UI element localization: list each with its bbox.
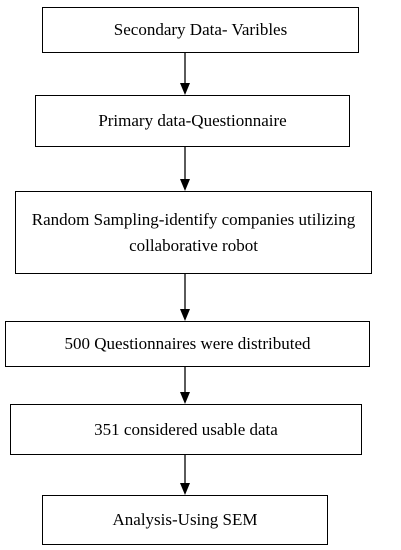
step-questionnaires-distributed-label: 500 Questionnaires were distributed [64,334,311,354]
step-secondary-data-box: Secondary Data- Varibles [42,7,359,53]
step-primary-data-box: Primary data-Questionnaire [35,95,350,147]
arrow-down-3 [180,274,190,321]
step-primary-data-label: Primary data-Questionnaire [98,111,287,131]
arrow-down-5 [180,455,190,495]
arrow-down-4 [180,367,190,404]
step-random-sampling-label: Random Sampling-identify companies utili… [31,210,356,255]
step-analysis-box: Analysis-Using SEM [42,495,328,545]
step-usable-data-label: 351 considered usable data [94,419,278,439]
step-usable-data-box: 351 considered usable data [10,404,362,455]
step-secondary-data-label: Secondary Data- Varibles [113,20,288,40]
step-analysis-label: Analysis-Using SEM [112,510,258,530]
arrow-down-2 [180,147,190,191]
step-random-sampling-box: Random Sampling-identify companies utili… [15,191,372,274]
step-questionnaires-distributed-box: 500 Questionnaires were distributed [5,321,370,367]
arrow-down-1 [180,53,190,95]
